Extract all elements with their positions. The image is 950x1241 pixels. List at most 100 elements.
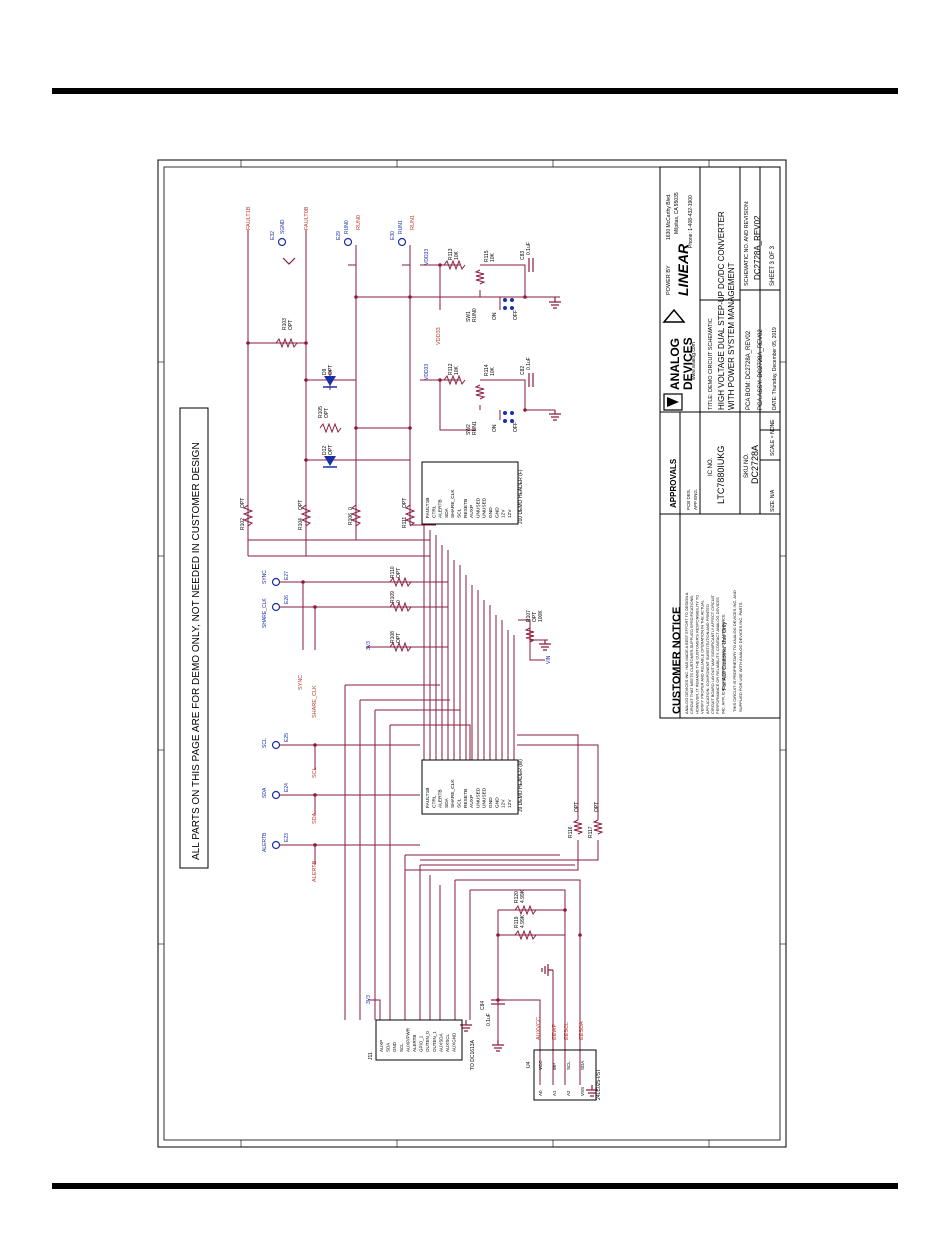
- e27-net: SYNC: [262, 570, 268, 584]
- customer-notice-line: ANALOG DEVICES INC. HAS MADE A BEST EFFO…: [684, 592, 689, 714]
- e25-testpoint: [271, 740, 281, 750]
- r116-ref: R116: [568, 826, 574, 838]
- u4-part: 24LC025-I/ST: [596, 1069, 602, 1100]
- e30-testpoint: [397, 237, 407, 247]
- j11-ref: J11: [368, 1052, 374, 1060]
- j11-pin-label: OUTEN_1: [432, 1031, 437, 1052]
- notice-box: [179, 407, 209, 869]
- r113-ref: R113: [448, 248, 454, 260]
- r106-ref: R106: [348, 513, 354, 525]
- j10-pin-label: UNUSED: [482, 497, 488, 518]
- ground-symbols: [282, 257, 598, 1097]
- sheet: SHEET 3 OF 3: [770, 245, 776, 286]
- e29-ref: E29: [336, 231, 342, 240]
- v33-label-2: 3V3: [366, 995, 372, 1004]
- r106-value: 0: [348, 507, 354, 510]
- e26-net: SHARE_CLK: [262, 598, 268, 628]
- ground-icon: [586, 1085, 598, 1097]
- r110-value: OPT: [396, 568, 402, 578]
- r109-ref: R109: [390, 591, 396, 603]
- r111-ref: R111: [402, 517, 408, 528]
- r109-value: 0: [396, 600, 402, 603]
- d9-ref: D9: [322, 368, 328, 375]
- v33-label: 3V3: [366, 641, 372, 650]
- j10-pin-label: SDA: [444, 507, 450, 518]
- r103-symbol: [275, 337, 298, 349]
- title-label: TITLE: DEMO CIRCUIT SCHEMATIC: [708, 318, 714, 410]
- net-sda: SDA: [312, 812, 318, 824]
- r106-symbol: [350, 504, 362, 527]
- d12-ref: D12: [322, 446, 328, 455]
- d9-value: OPT: [328, 365, 334, 375]
- r108-value: OPT: [396, 633, 402, 643]
- j9-demo-header-m: [421, 759, 519, 815]
- r104-symbol: [300, 504, 312, 527]
- r107-symbol: [524, 627, 536, 643]
- j9-pin-label: FAULT1B: [425, 788, 431, 808]
- r108-symbol: [389, 641, 412, 653]
- r112-ref: R112: [448, 363, 454, 375]
- r119-symbol: [514, 929, 537, 941]
- r113-value: 10K: [454, 250, 460, 260]
- sw2-ref: SW2: [466, 424, 472, 435]
- r115-value: 10K: [490, 252, 496, 262]
- e30-ref: E30: [390, 231, 396, 240]
- e30-net: RUN1: [398, 220, 404, 234]
- r105-ref: R105: [318, 406, 324, 418]
- e24-net: SDA: [262, 787, 268, 798]
- testpoint-labels: E32 SGND E29 RUN0 E30 RUN1 E27 SYNC E26 …: [262, 219, 552, 1004]
- customer-notice-line: PERFORMANCE OR RELIABILITY. CONTACT ANAL…: [715, 597, 720, 714]
- customer-notice-title: CUSTOMER NOTICE: [671, 607, 683, 714]
- r105-symbol: [319, 422, 342, 434]
- u4-pin-label: A2: [566, 1090, 571, 1096]
- j11-pin-label: GND: [392, 1041, 397, 1052]
- u4-pin-label: A0: [538, 1090, 543, 1096]
- r116-value: OPT: [574, 802, 580, 812]
- wires: [247, 230, 599, 1085]
- r112-value: 10K: [454, 365, 460, 375]
- net-vdd33: VDD33: [436, 327, 442, 345]
- date: DATE: Thursday, December 05, 2019: [772, 327, 778, 410]
- j11-pin-label: ALERTB: [412, 1035, 417, 1052]
- junctions: [246, 263, 582, 1002]
- r120-ref: R120: [514, 891, 520, 903]
- net-eescl: EESCL: [564, 1022, 570, 1040]
- j10-pin-label: ALERTB: [438, 499, 444, 518]
- j9-pin-label: AUXP: [469, 795, 475, 808]
- title-line-1: HIGH VOLTAGE DUAL STEP-UP DC/DC CONVERTE…: [717, 211, 726, 410]
- sw2-on: ON: [492, 424, 498, 432]
- j10-pin-label: AUXP: [469, 505, 475, 518]
- sw1-off: OFF: [513, 310, 519, 320]
- customer-notice-line: VERIFY PROPER AND RELIABLE OPERATION IN …: [700, 599, 705, 714]
- demo-notice: ALL PARTS ON THIS PAGE ARE FOR DEMO ONLY…: [191, 442, 202, 860]
- addr-1: 1630 McCarthy Blvd.: [666, 194, 672, 240]
- e32-ref: E32: [270, 231, 276, 240]
- proprietary-2: SUPPLIED FOR USE WITH ANALOG DEVICES INC…: [738, 601, 743, 712]
- title-block: CUSTOMER NOTICE ANALOG DEVICES INC. HAS …: [659, 166, 781, 719]
- r112-symbol: [443, 374, 466, 386]
- schem-label: SCHEMATIC NO. AND REVISION:: [744, 200, 750, 286]
- customer-notice-line: INC. APPLICATIONS ENGINEERING FOR ASSIST…: [720, 613, 725, 714]
- power-by: POWER BY: [666, 265, 672, 295]
- approvals: APPROVALS: [669, 458, 678, 508]
- net-share-clk: SHARE_CLK: [312, 685, 318, 718]
- ground-icon: [541, 964, 553, 976]
- test-points: [271, 237, 407, 850]
- r114-value: 10K: [490, 366, 496, 376]
- j9-pin-label: SDA: [444, 797, 450, 808]
- bottom-rule: [52, 1183, 898, 1189]
- e26-testpoint: [271, 602, 281, 612]
- app-eng: APP ENG.: [693, 489, 698, 510]
- j10-pin-label: SHARE_CLK: [450, 489, 456, 518]
- net-eesda: EESDA: [579, 1021, 585, 1040]
- r111-value: OPT: [402, 498, 408, 508]
- resistor-symbols: [242, 259, 604, 941]
- r102-value: OPT: [240, 498, 246, 508]
- pca-assy: PCA ASSY: DC2728A_REV02: [758, 329, 764, 410]
- j11-pin-label: AUXGND: [452, 1032, 457, 1052]
- vdd33-label: VDD33: [424, 364, 430, 380]
- ic-no-label: IC NO.: [708, 457, 714, 476]
- r113-symbol: [443, 259, 466, 271]
- sw1-on: ON: [492, 312, 498, 320]
